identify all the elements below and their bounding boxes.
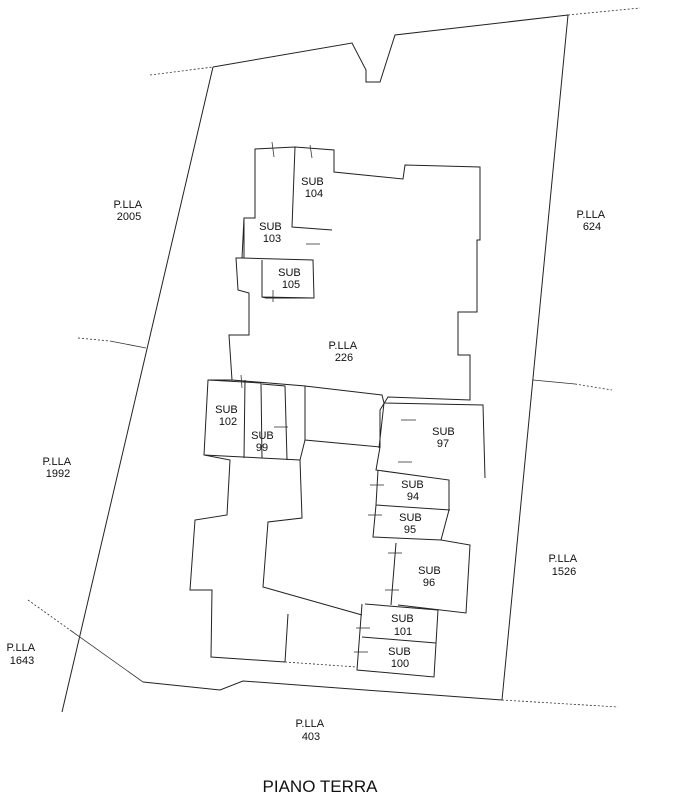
unit-line1: SUB [301,176,324,188]
door-ticks [240,141,416,653]
neighbor-line2: 403 [302,731,320,743]
unit-label: SUB 101 [391,613,417,638]
unit-line2: 94 [407,491,419,503]
unit-line1: SUB [432,426,455,438]
unit-line1: SUB [401,479,424,491]
unit-label: SUB 97 [432,426,458,450]
neighbor-label: P.LLA 1643 [6,642,37,667]
neighbor-boundaries [27,337,613,683]
neighbor-line1: P.LLA [113,199,142,211]
parcel-boundary [61,7,641,713]
unit-label: SUB 102 [215,404,241,428]
unit-line2: 95 [404,524,416,536]
unit-line2: 100 [391,658,409,670]
neighbor-label: P.LLA 1526 [548,553,579,578]
unit-rooms [203,146,451,678]
unit-label: SUB 103 [259,221,285,245]
unit-label: SUB 100 [388,646,414,670]
unit-label: SUB 104 [301,176,327,200]
unit-line2: 101 [394,626,412,638]
unit-label: SUB 94 [401,479,427,503]
unit-label: SUB 99 [251,430,277,454]
neighbor-labels: P.LLA 2005 P.LLA 624 P.LLA 1992 P.LLA 15… [6,199,607,743]
unit-line2: 97 [437,438,449,450]
neighbor-line1: P.LLA [295,718,324,730]
unit-line1: SUB [391,613,414,625]
unit-line1: SUB [418,565,441,577]
unit-line1: SUB [278,267,301,279]
neighbor-label: P.LLA 1992 [42,456,73,480]
neighbor-line1: P.LLA [42,456,71,468]
unit-label: SUB 105 [278,267,304,291]
unit-line1: SUB [215,404,238,416]
neighbor-line1: P.LLA [6,642,35,654]
unit-line2: 99 [256,442,268,454]
unit-line2: 102 [219,416,237,428]
neighbor-label: P.LLA 2005 [113,199,144,223]
main-parcel-label: P.LLA 226 [328,340,359,364]
neighbor-line1: P.LLA [576,209,605,221]
neighbor-line2: 1526 [552,566,576,578]
main-parcel-line1: P.LLA [328,340,357,352]
unit-labels: SUB 104 SUB 103 SUB 105 SUB 102 SUB 99 S… [215,176,458,670]
neighbor-label: P.LLA 624 [576,209,607,233]
unit-label: SUB 96 [418,565,444,589]
neighbor-line2: 624 [583,221,601,233]
floor-title: PIANO TERRA [263,777,379,796]
unit-line1: SUB [259,221,282,233]
unit-line1: SUB [251,430,274,442]
neighbor-label: P.LLA 403 [295,718,326,743]
neighbor-line2: 1643 [10,655,34,667]
unit-line1: SUB [388,646,411,658]
main-parcel-line2: 226 [335,352,353,364]
unit-line2: 105 [282,279,300,291]
unit-line2: 96 [423,577,435,589]
neighbor-line2: 2005 [117,211,141,223]
neighbor-line2: 1992 [46,468,70,480]
neighbor-line1: P.LLA [548,553,577,565]
unit-line2: 103 [263,233,281,245]
unit-label: SUB 95 [399,512,425,536]
unit-line1: SUB [399,512,422,524]
unit-line2: 104 [305,188,323,200]
